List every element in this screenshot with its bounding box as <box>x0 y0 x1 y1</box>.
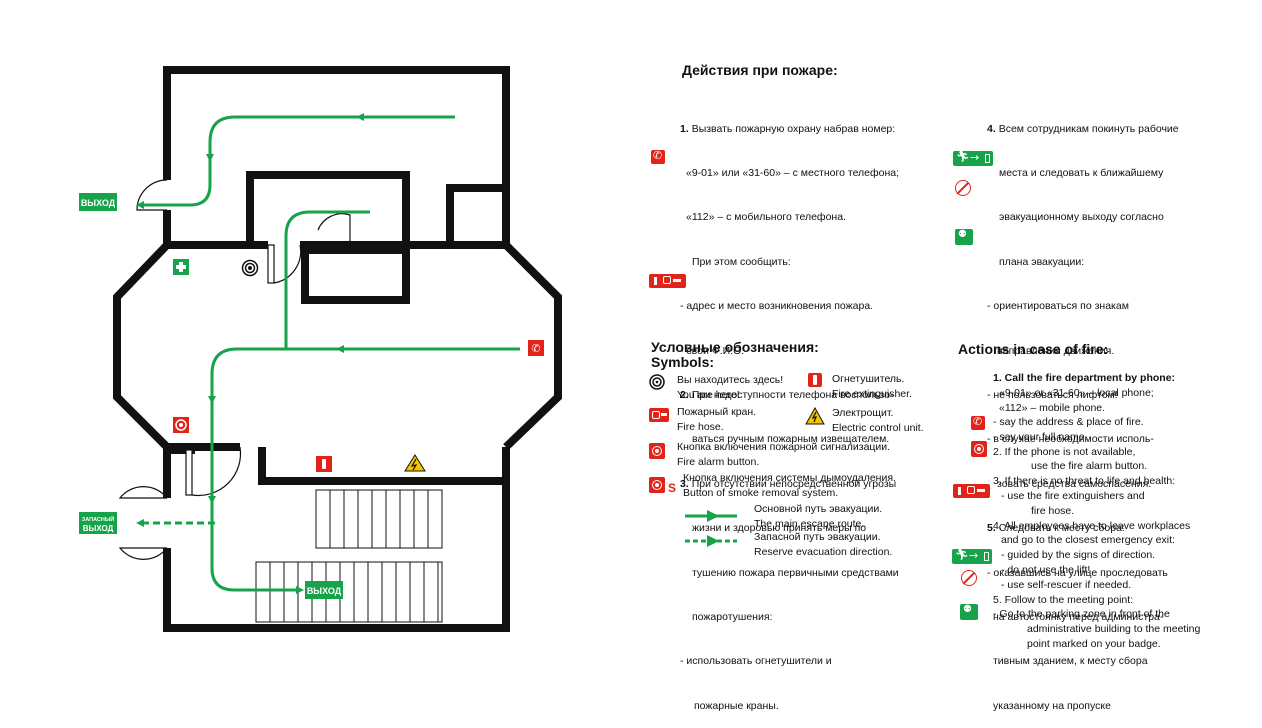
ru-line: 1. Вызвать пожарную охрану набрав номер: <box>680 122 896 135</box>
symbol-label: Кнопка включения системы дымоудаления.Bu… <box>683 472 896 499</box>
reserve-route-arrow-icon <box>685 535 737 547</box>
fire-hose-icon <box>649 408 669 422</box>
symbol-label: Основной путь эвакуации.The main escape … <box>754 503 883 530</box>
ru-line: 4. Всем сотрудникам покинуть рабочие <box>987 122 1179 135</box>
ru-column-2: 4. Всем сотрудникам покинуть рабочие мес… <box>987 92 1179 728</box>
ru-line: зовать средства самоспасения. <box>997 477 1152 490</box>
svg-text:✆: ✆ <box>531 342 540 355</box>
ru-line: эвакуационному выходу согласно <box>999 211 1164 224</box>
you-are-here-icon <box>241 259 259 277</box>
ru-line: - адрес и место возникновения пожара. <box>680 300 874 313</box>
ru-line: «112» – с мобильного телефона. <box>686 211 846 224</box>
svg-text:ВЫХОД: ВЫХОД <box>81 198 116 208</box>
exit-sign-bottom: ВЫХОД <box>305 581 343 599</box>
phone-icon: ✆ <box>651 149 665 164</box>
fire-extinguisher-icon <box>316 456 332 472</box>
electric-hazard-icon <box>805 407 825 425</box>
electric-hazard-icon <box>404 454 426 472</box>
fire-alarm-button-icon <box>173 417 189 433</box>
ru-line: 2. При недоступности телефона воспользо- <box>680 388 894 401</box>
svg-text:ВЫХОД: ВЫХОД <box>83 524 114 533</box>
ru-line: 3. При отсутствии непосредственной угроз… <box>680 477 897 490</box>
ru-line: пожаротушения: <box>692 610 773 623</box>
ru-line: указанному на пропуске <box>993 699 1111 712</box>
staircase <box>255 489 443 623</box>
phone-icon: ✆ <box>971 415 985 430</box>
symbol-label: Запасной путь эвакуации.Reserve evacuati… <box>754 531 893 558</box>
ru-line: - не пользоваться лифтом! <box>987 388 1118 401</box>
fire-alarm-button-icon <box>971 441 987 457</box>
phone-icon: ✆ <box>528 340 544 356</box>
ru-line: жизни и здоровью принять меры по <box>692 522 867 535</box>
no-lift-icon <box>955 180 971 196</box>
fire-hose-icon <box>953 484 990 498</box>
fire-hose-icon <box>649 274 686 288</box>
emergency-exit-sign-icon: 🏃︎ → <box>953 150 993 166</box>
ru-line: - ориентироваться по знакам <box>987 300 1129 313</box>
ru-line: тушению пожара первичными средствами <box>692 566 899 579</box>
smoke-removal-button-icon <box>649 477 665 493</box>
ru-title: Действия при пожаре: <box>682 62 838 78</box>
ru-line: тивным зданием, к месту сбора <box>993 655 1148 668</box>
symbols-title-en: Symbols: <box>651 354 715 370</box>
fire-extinguisher-icon <box>808 373 822 387</box>
meeting-point-icon: ⚉ <box>960 604 978 620</box>
symbol-label: Пожарный кран.Fire hose. <box>677 406 757 433</box>
exit-sign-top: ВЫХОД <box>79 193 117 211</box>
en-title: Actions in case of fire: <box>958 341 1109 357</box>
svg-text:ВЫХОД: ВЫХОД <box>307 586 342 596</box>
ru-line: места и следовать к ближайшему <box>999 166 1164 179</box>
ru-line: направления движения. <box>997 344 1115 357</box>
doors <box>118 179 351 560</box>
symbol-label: Вы находитесь здесь!You are here! <box>677 374 784 401</box>
ru-line: «9-01» или «31-60» – с местного телефона… <box>686 166 900 179</box>
window <box>502 520 510 578</box>
en-block-1: 1. Call the fire department by phone:«9-… <box>993 372 1176 414</box>
emergency-exit-sign-icon: 🏃︎ → <box>952 548 992 564</box>
no-lift-icon <box>961 570 977 586</box>
ru-line: плана эвакуации: <box>999 255 1085 268</box>
meeting-point-icon: ⚉ <box>955 229 973 245</box>
svg-text:ЗАПАСНЫЙ: ЗАПАСНЫЙ <box>82 515 114 523</box>
ru-line: 5. Следовать к месту сбора: <box>987 522 1125 535</box>
symbols-title-ru: Условные обозначения: <box>651 339 819 355</box>
symbol-label: Кнопка включения пожарной сигнализации.F… <box>677 441 891 468</box>
ru-line: - свои Ф.И.О. <box>680 344 745 357</box>
ru-line: При этом сообщить: <box>692 255 791 268</box>
en-block-2: - say the address & place of fire.- say … <box>993 416 1201 650</box>
ru-line: на автостоянку перед администра- <box>993 610 1164 623</box>
you-are-here-icon <box>649 374 665 390</box>
symbol-label: Электрощит.Electric control unit. <box>832 407 924 434</box>
reserve-exit-sign: ЗАПАСНЫЙ ВЫХОД <box>79 512 117 534</box>
ru-line: ваться ручным пожарным извещателем. <box>692 433 890 446</box>
first-aid-icon <box>173 259 189 275</box>
smoke-letter: S <box>668 481 677 495</box>
ru-column-1: 1. Вызвать пожарную охрану набрав номер:… <box>680 92 899 728</box>
fire-alarm-button-icon <box>649 443 665 459</box>
evacuation-floor-plan: ВЫХОД ВЫХОД ЗАПАСНЫЙ ВЫХОД ✆ <box>79 66 562 632</box>
symbol-label: Огнетушитель.Fire extinguisher. <box>832 373 912 400</box>
main-route-arrow-icon <box>685 510 737 522</box>
ru-line: пожарные краны. <box>694 699 779 712</box>
ru-line: - в случае необходимости исполь- <box>987 433 1154 446</box>
ru-line: - оказавшись на улице проследовать <box>987 566 1168 579</box>
ru-line: - использовать огнетушители и <box>680 655 832 668</box>
main-escape-route <box>136 113 520 594</box>
